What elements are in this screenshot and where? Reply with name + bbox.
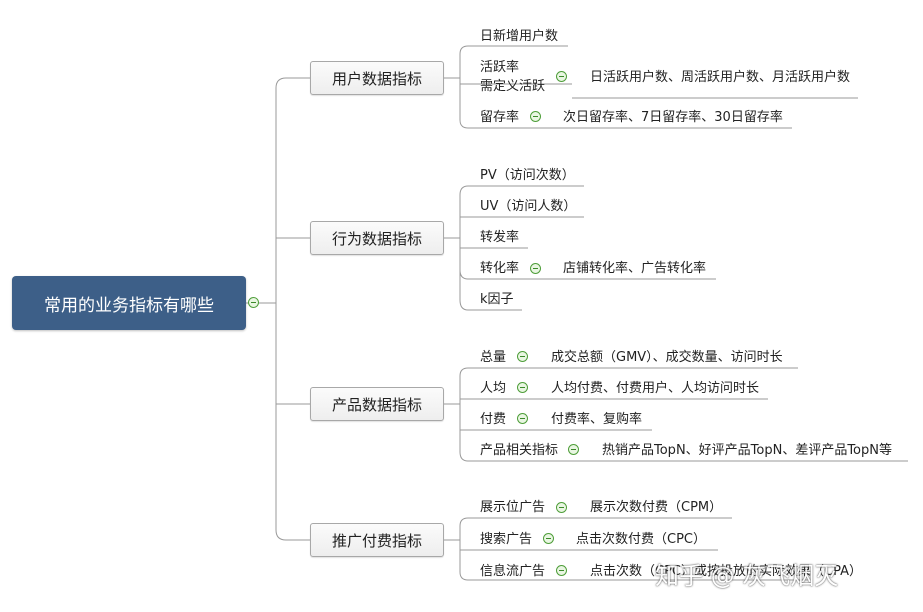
cat4-bracket <box>444 517 808 581</box>
collapse-per-capita-icon[interactable] <box>517 382 528 393</box>
detail-active-users[interactable]: 日活跃用户数、周活跃用户数、月活跃用户数 <box>590 70 851 85</box>
topic-retention-rate[interactable]: 留存率 <box>480 110 520 125</box>
topic-payment[interactable]: 付费 <box>480 412 507 427</box>
collapse-product-related-icon[interactable] <box>568 444 579 455</box>
root-topic-label: 常用的业务指标有哪些 <box>44 295 214 316</box>
detail-conversion[interactable]: 店铺转化率、广告转化率 <box>563 261 707 276</box>
category-label: 行为数据指标 <box>331 229 422 248</box>
collapse-conversion-icon[interactable] <box>530 263 541 274</box>
topic-daily-new-users[interactable]: 日新增用户数 <box>480 29 559 44</box>
detail-feed-ads[interactable]: 点击次数（CPC）或按投放的实际效果（CPA） <box>590 564 862 579</box>
collapse-display-ads-icon[interactable] <box>556 502 567 513</box>
cat1-bracket <box>444 45 858 129</box>
detail-payment[interactable]: 付费率、复购率 <box>551 412 643 427</box>
main-trunk <box>275 77 310 541</box>
topic-k-factor[interactable]: k因子 <box>480 292 514 307</box>
topic-totals[interactable]: 总量 <box>480 350 507 365</box>
cat3-bracket <box>444 367 908 462</box>
topic-product-related[interactable]: 产品相关指标 <box>480 443 559 458</box>
topic-uv[interactable]: UV（访问人数） <box>480 199 577 214</box>
watermark: 知乎 @ 灰飞烟灭 <box>655 562 839 590</box>
collapse-feed-ads-icon[interactable] <box>556 565 567 576</box>
category-label: 产品数据指标 <box>331 395 422 414</box>
collapse-payment-icon[interactable] <box>517 413 528 424</box>
collapse-retention-icon[interactable] <box>530 111 541 122</box>
topic-pv[interactable]: PV（访问次数） <box>480 168 575 183</box>
topic-conversion-rate[interactable]: 转化率 <box>480 261 520 276</box>
category-label: 推广付费指标 <box>331 531 422 550</box>
collapse-search-ads-icon[interactable] <box>543 533 554 544</box>
category-behavior-metrics[interactable]: 行为数据指标 <box>310 221 444 255</box>
topic-search-ads[interactable]: 搜索广告 <box>480 532 533 547</box>
topic-display-ads[interactable]: 展示位广告 <box>480 500 546 515</box>
topic-per-capita[interactable]: 人均 <box>480 381 507 396</box>
detail-search-ads[interactable]: 点击次数付费（CPC） <box>576 532 706 547</box>
cat2-bracket <box>444 185 716 311</box>
topic-active-rate-note: 需定义活跃 <box>480 79 546 94</box>
detail-display-ads[interactable]: 展示次数付费（CPM） <box>590 500 723 515</box>
category-product-metrics[interactable]: 产品数据指标 <box>310 387 444 421</box>
topic-share-rate[interactable]: 转发率 <box>480 230 520 245</box>
topic-feed-ads[interactable]: 信息流广告 <box>480 564 546 579</box>
collapse-totals-icon[interactable] <box>517 351 528 362</box>
collapse-root-icon[interactable] <box>248 297 259 308</box>
topic-active-rate[interactable]: 活跃率 <box>480 60 520 75</box>
detail-totals[interactable]: 成交总额（GMV）、成交数量、访问时长 <box>551 350 783 365</box>
category-user-metrics[interactable]: 用户数据指标 <box>310 61 444 95</box>
collapse-active-rate-icon[interactable] <box>556 71 567 82</box>
detail-per-capita[interactable]: 人均付费、付费用户、人均访问时长 <box>551 381 760 396</box>
detail-product-related[interactable]: 热销产品TopN、好评产品TopN、差评产品TopN等 <box>602 443 892 458</box>
category-label: 用户数据指标 <box>331 69 422 88</box>
detail-retention[interactable]: 次日留存率、7日留存率、30日留存率 <box>563 110 783 125</box>
root-topic[interactable]: 常用的业务指标有哪些 <box>12 276 246 330</box>
category-promotion-metrics[interactable]: 推广付费指标 <box>310 523 444 557</box>
